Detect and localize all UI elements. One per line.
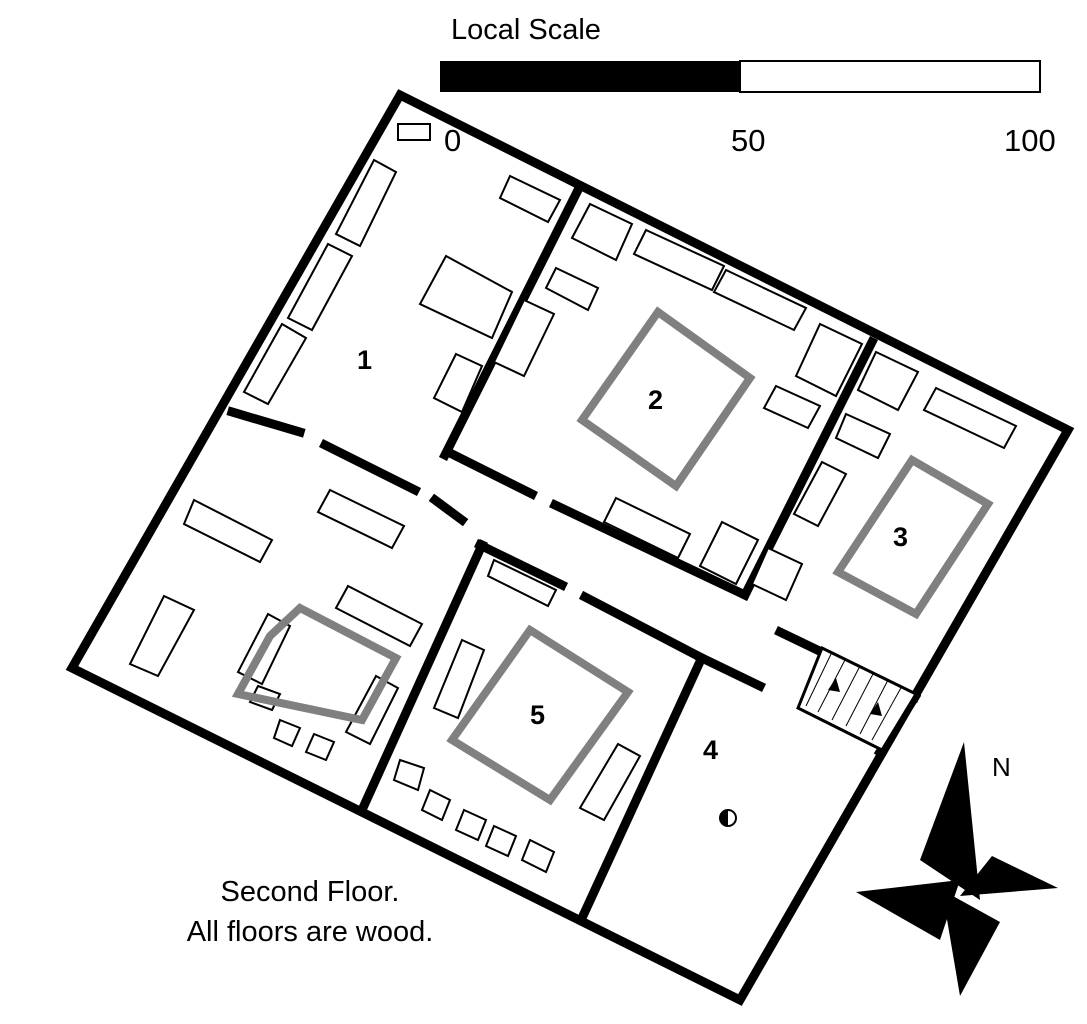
room-2-furniture bbox=[492, 202, 864, 586]
room-5-furniture bbox=[392, 558, 642, 874]
scale-tick-50: 50 bbox=[731, 123, 766, 158]
room-3-furniture bbox=[750, 350, 1018, 602]
exterior-wall bbox=[65, 89, 1075, 1006]
room-label-5: 5 bbox=[530, 700, 546, 730]
room-3-rug bbox=[832, 454, 994, 620]
scale-bar bbox=[440, 60, 1041, 93]
room-label-4: 4 bbox=[703, 735, 719, 765]
caption-line-1: Second Floor. bbox=[220, 876, 400, 908]
stairs bbox=[796, 645, 919, 752]
room-label-3: 3 bbox=[893, 522, 909, 552]
compass-rose bbox=[856, 742, 1058, 996]
room-5-rug bbox=[446, 624, 634, 806]
room-2-rug bbox=[576, 306, 756, 492]
scale-tick-0: 0 bbox=[444, 123, 462, 158]
room-label-1: 1 bbox=[357, 345, 373, 375]
left-room-furniture bbox=[128, 488, 424, 762]
map-caption: Second Floor. All floors are wood. bbox=[150, 872, 470, 952]
room-label-2: 2 bbox=[648, 385, 664, 415]
room-1-furniture bbox=[242, 123, 562, 414]
left-room-rug bbox=[231, 603, 402, 725]
scale-tick-100: 100 bbox=[1004, 123, 1056, 158]
scale-title: Local Scale bbox=[451, 14, 601, 46]
compass-north-label: N bbox=[992, 752, 1011, 782]
room-4-light-half bbox=[720, 810, 728, 826]
caption-line-2: All floors are wood. bbox=[186, 916, 434, 948]
